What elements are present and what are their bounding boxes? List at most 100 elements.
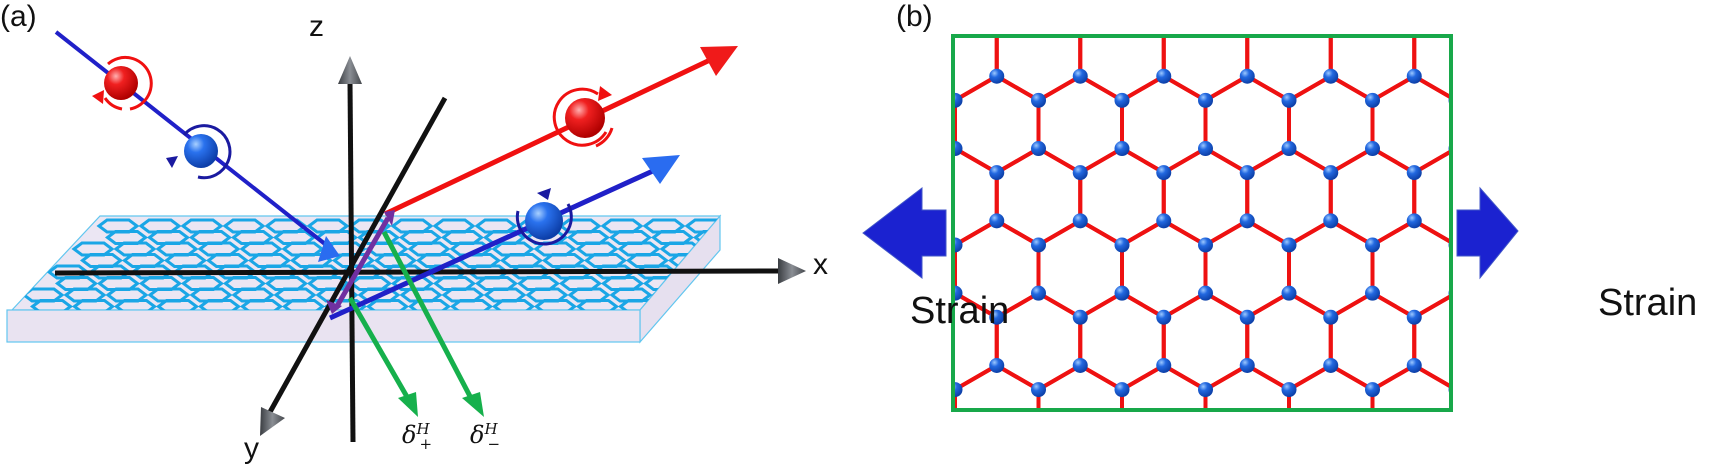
sheet-hexagon (105, 287, 149, 303)
sheet-hexagon (609, 287, 653, 303)
graphene-lattice (822, 0, 1631, 475)
carbon-atom (1616, 237, 1631, 252)
carbon-atom (1031, 237, 1046, 253)
carbon-atom (1073, 21, 1088, 36)
carbon-atom (1281, 285, 1297, 301)
sheet-hexagon (492, 299, 535, 310)
sheet-hexagon (72, 299, 115, 310)
carbon-atom (1072, 165, 1088, 181)
strain-arrow-left (862, 186, 947, 280)
bond-ring (1245, 290, 1333, 392)
red-beam (383, 57, 712, 217)
bond-ring (1078, 146, 1166, 248)
carbon-atom (1031, 285, 1046, 301)
bond-ring (1039, 0, 1123, 28)
bond-ring (1036, 73, 1124, 175)
carbon-atom (1406, 68, 1422, 84)
carbon-atom (822, 310, 837, 325)
sheet-hexagon (96, 218, 140, 234)
sheet-hexagon (407, 241, 451, 257)
carbon-atom (1198, 237, 1213, 253)
sheet-hexagon (567, 230, 610, 245)
sheet-hexagon (273, 287, 317, 303)
bond-ring (1245, 38, 1333, 103)
carbon-atom (955, 237, 963, 253)
sheet-hexagon (198, 299, 241, 310)
carbon-atom (948, 430, 963, 445)
carbon-atom (955, 141, 963, 157)
bond-ring (1036, 363, 1124, 408)
strain-label-right: Strain (1598, 282, 1698, 324)
carbon-atom (1490, 454, 1505, 469)
panel-b (822, 0, 1631, 475)
carbon-atom (1198, 382, 1213, 398)
sheet-hexagon (80, 253, 123, 268)
delta-minus-sup: H (484, 420, 498, 438)
electron-red-incoming (92, 56, 153, 111)
carbon-atom (1323, 165, 1339, 181)
carbon-atom (955, 285, 963, 301)
bond-ring (1203, 363, 1291, 408)
sheet-hexagon (206, 253, 249, 268)
sheet-hexagon (575, 241, 619, 257)
bond-ring (1370, 363, 1449, 408)
carbon-atom (989, 454, 1004, 469)
carbon-atom (1114, 92, 1130, 108)
sheet-hexagon (642, 218, 686, 234)
bond-ring (1540, 0, 1624, 28)
bond-ring (1078, 290, 1166, 392)
sheet-hexagon (55, 276, 98, 291)
carbon-atom (1365, 430, 1380, 445)
carbon-atom (1156, 21, 1171, 36)
carbon-atom (1115, 0, 1130, 11)
sheet-hexagon (600, 218, 644, 234)
panel-a-label: (a) (0, 0, 37, 33)
carbon-atom (1198, 92, 1213, 108)
bond-ring (955, 363, 1041, 408)
bond-ring (1328, 146, 1417, 248)
carbon-atom (864, 286, 879, 301)
sheet-hexagon (558, 218, 602, 234)
bond-ring (1287, 218, 1375, 320)
bond-ring (1414, 438, 1498, 475)
sheet-hexagon (113, 241, 157, 257)
carbon-atom (1490, 21, 1505, 36)
split-arrow (333, 216, 391, 310)
sheet-hexagon (147, 287, 191, 303)
sheet-hexagon (432, 218, 476, 234)
carbon-atom (1114, 285, 1130, 301)
deflection-arrow-plus (347, 296, 413, 404)
carbon-atom (1365, 237, 1380, 253)
sheet-hexagon (525, 287, 569, 303)
carbon-atom (1239, 357, 1255, 373)
carbon-atom (1323, 213, 1339, 229)
bond-ring (1247, 438, 1331, 475)
carbon-atom (1532, 0, 1547, 11)
sheet-hexagon (534, 299, 577, 310)
sheet-hexagon (265, 276, 308, 291)
carbon-atom (1072, 357, 1088, 373)
carbon-atom (1281, 237, 1297, 253)
sheet-hexagon (366, 299, 409, 310)
sheet-hexagon (390, 218, 434, 234)
carbon-atom (1406, 165, 1422, 181)
carbon-atom (1198, 285, 1213, 301)
delta-plus-sub: + (419, 434, 433, 453)
carbon-atom (1365, 285, 1380, 301)
split-arrow-tip-up (384, 210, 395, 226)
bond-ring (1540, 76, 1624, 172)
bond-ring (1289, 0, 1373, 28)
carbon-atom (989, 357, 1005, 373)
sheet-hexagon (483, 287, 527, 303)
bond-ring (1122, 0, 1206, 28)
sheet-hexagon (702, 299, 720, 310)
carbon-atom (1239, 309, 1255, 325)
carbon-atom (906, 454, 921, 469)
sheet-hexagon (609, 230, 652, 245)
sheet-hexagon (433, 276, 476, 291)
carbon-atom (989, 68, 1005, 84)
panel-b-label: (b) (896, 0, 933, 33)
carbon-atom (1490, 358, 1505, 373)
sheet-hexagon (222, 218, 266, 234)
sheet-hexagon (63, 287, 107, 303)
